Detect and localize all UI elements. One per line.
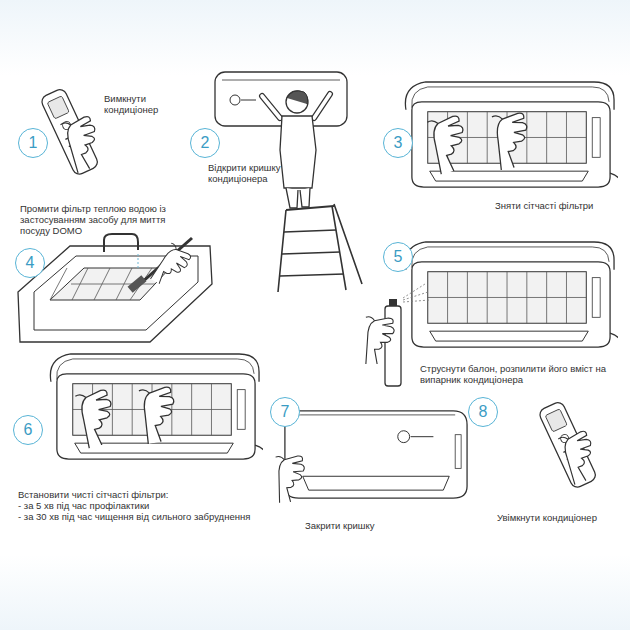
step-caption: Струснути балон, розпилити його вміст на…: [420, 363, 610, 385]
step-caption: Вимкнути кондиціонер: [104, 93, 166, 115]
step-caption: - за 5 хв під час профілактики: [18, 500, 149, 511]
step-circle: 8: [468, 397, 498, 427]
step-number: 3: [394, 135, 403, 151]
step-number: 1: [29, 135, 38, 151]
step-number: 8: [479, 404, 488, 420]
step-number: 6: [24, 422, 33, 438]
step-number: 2: [201, 135, 210, 151]
step-caption: Промити фільтр теплою водою із застосува…: [20, 203, 170, 236]
step-caption: Зняти сітчасті фільтри: [495, 200, 593, 211]
step-circle: 1: [18, 128, 48, 158]
step-caption: Закрити кришку: [305, 520, 374, 531]
step-caption: Встановити чисті сітчасті фільтри:: [18, 489, 168, 500]
step-caption: - за 30 хв під час чищення від сильного …: [18, 511, 250, 522]
step-circle: 5: [383, 242, 413, 272]
step-number: 5: [394, 249, 403, 265]
step-number: 4: [26, 255, 35, 271]
step-caption: Відкрити кришку кондиціонера: [208, 162, 290, 184]
step-number: 7: [281, 404, 290, 420]
step-circle: 2: [190, 128, 220, 158]
step-circle: 6: [13, 415, 43, 445]
step-circle: 4: [15, 248, 45, 278]
step-caption: Увімкнути кондиціонер: [497, 512, 597, 523]
step-circle: 3: [383, 128, 413, 158]
step-circle: 7: [270, 397, 300, 427]
